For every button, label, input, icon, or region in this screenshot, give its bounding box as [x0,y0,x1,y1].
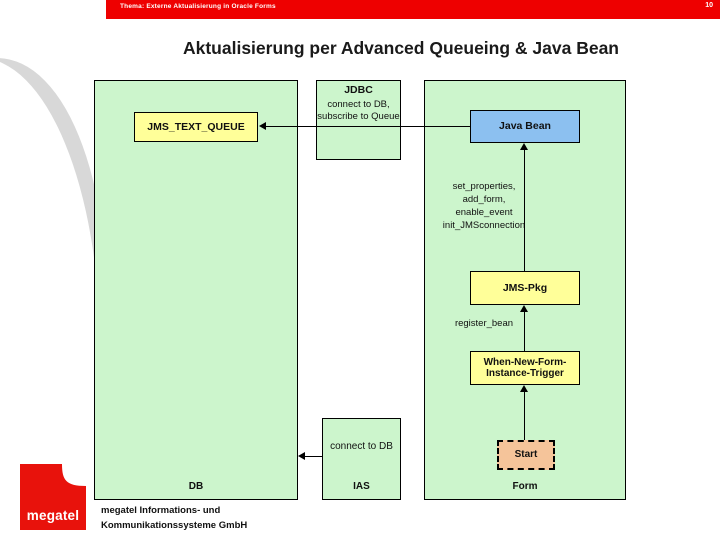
edge-bean-to-queue [266,126,470,127]
node-start[interactable]: Start [497,440,555,470]
header-bar: Thema: Externe Aktualisierung in Oracle … [106,0,720,19]
jdbc-detail-line1: connect to DB, [327,99,390,110]
bean-calls-line4: init_JMSconnection [442,220,526,231]
ias-panel [322,418,401,500]
edge-ias-to-db [302,456,322,457]
edge-trigger-to-pkg-arrowhead [520,305,528,312]
node-when-new-form-instance-trigger[interactable]: When-New-Form- Instance-Trigger [470,351,580,385]
header-title: Thema: Externe Aktualisierung in Oracle … [120,3,276,10]
db-panel [94,80,298,500]
footer-background [94,500,720,540]
jdbc-box [316,80,401,160]
megatel-logo-text: megatel [26,508,80,523]
node-jdbc-label: JDBC [344,84,373,96]
edge-start-to-trigger-arrowhead [520,385,528,392]
node-jms-pkg[interactable]: JMS-Pkg [470,271,580,305]
edge-bean-to-queue-arrowhead [259,122,266,130]
trigger-label-line2: Instance-Trigger [486,368,564,379]
page-number: 10 [705,2,713,9]
bean-calls-line2: add_form, [462,194,506,205]
bean-calls-line3: enable_event [455,207,513,218]
footer-company-line1: megatel Informations- und [101,505,221,516]
edge-start-to-trigger [524,392,525,440]
form-panel-caption: Form [512,481,538,492]
ias-panel-caption: IAS [353,481,370,492]
footer-company-line2: Kommunikationssysteme GmbH [101,519,248,531]
ias-connect-to-db-label: connect to DB [330,441,393,452]
db-panel-caption: DB [188,481,204,492]
node-jms-text-queue-label: JMS_TEXT_QUEUE [147,120,245,133]
node-start-label: Start [514,449,538,461]
node-java-bean[interactable]: Java Bean [470,110,580,143]
edge-ias-to-db-arrowhead [298,452,305,460]
footer-company: megatel Informations- und Kommunikations… [101,504,247,533]
trigger-label-line1: When-New-Form- [483,356,567,368]
edge-trigger-to-pkg [524,312,525,351]
slide-title: Aktualisierung per Advanced Queueing & J… [182,38,619,58]
edge-pkg-to-bean-arrowhead [520,143,528,150]
node-jms-pkg-label: JMS-Pkg [502,281,548,294]
header-underline [106,19,720,21]
bean-calls-line1: set_properties, [452,181,516,192]
edge-pkg-to-bean [524,150,525,271]
register-bean-label: register_bean [454,318,514,329]
node-jms-text-queue[interactable]: JMS_TEXT_QUEUE [134,112,258,142]
jdbc-detail-line2: subscribe to Queue [317,111,400,122]
node-java-bean-label: Java Bean [499,120,551,133]
